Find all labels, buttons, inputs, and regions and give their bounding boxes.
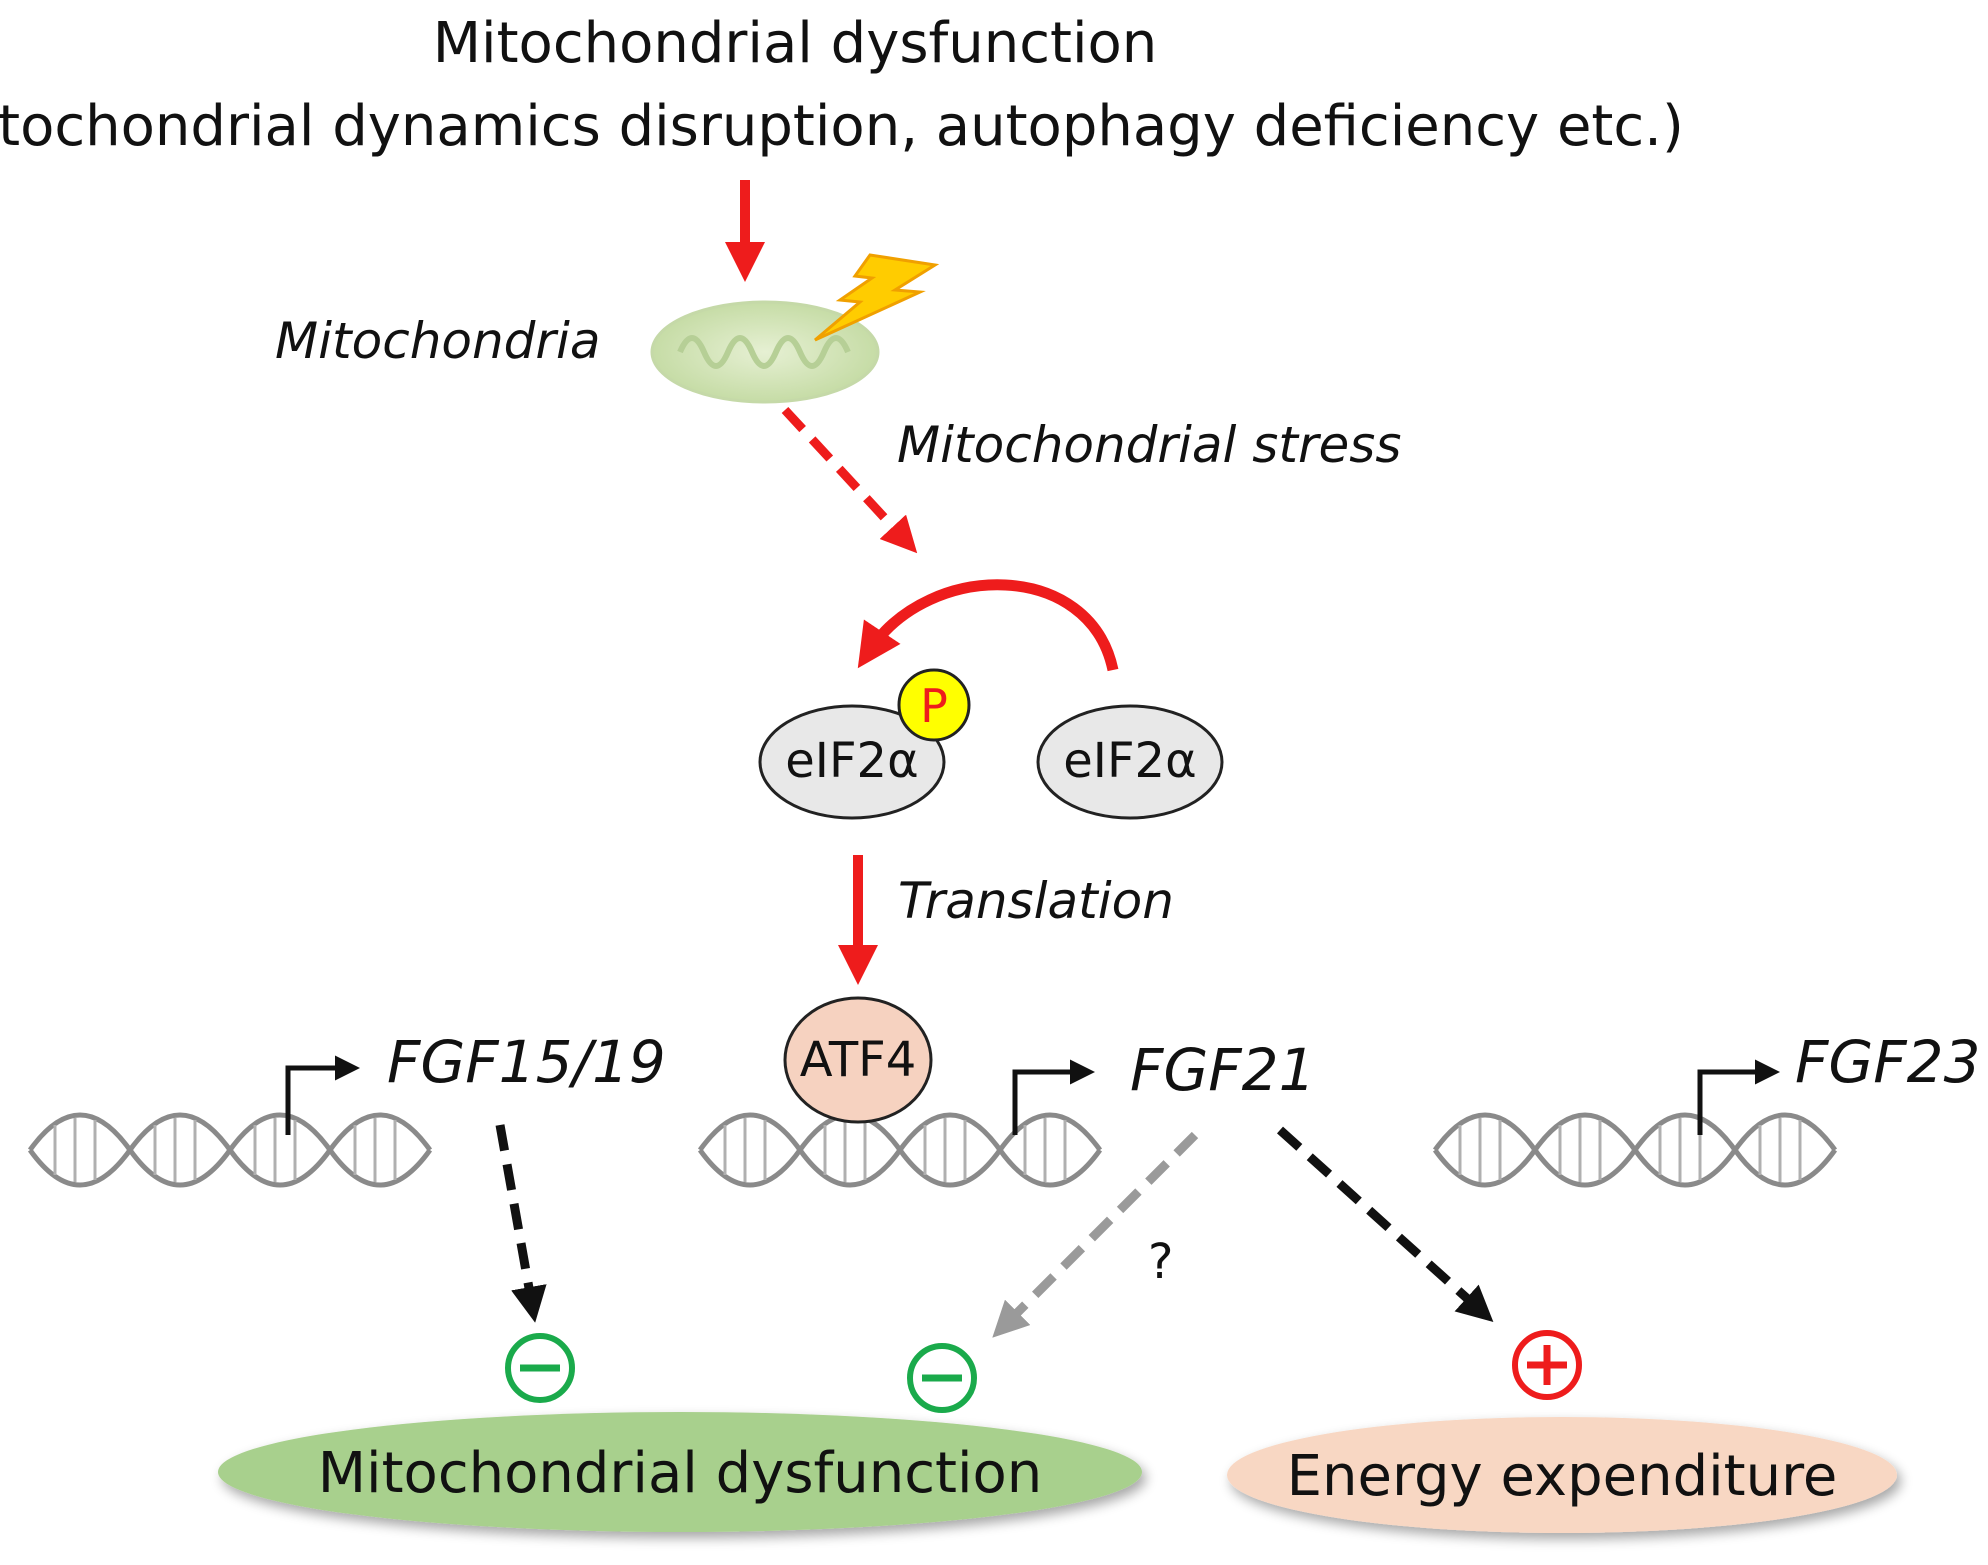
plus-sign [1512, 1330, 1582, 1400]
eif2a-label: eIF2α [1063, 733, 1196, 789]
outcome-mito-dysfunction-label: Mitochondrial dysfunction [318, 1441, 1043, 1506]
eif2a-phospho-node [758, 704, 946, 820]
mitochondrion-icon [650, 300, 880, 404]
eif2a-phospho-label: eIF2α [785, 733, 918, 789]
phospho-badge [897, 668, 971, 742]
label-mitochondrial-stress: Mitochondrial stress [897, 416, 1401, 474]
lightning-icon [814, 253, 940, 342]
arrow-fgf21-to-mito [992, 1131, 1199, 1338]
gene-fgf23: FGF23 [1795, 1028, 1980, 1096]
outcome-mito-dysfunction-ellipse [218, 1412, 1142, 1532]
arrow-mitochondrial-stress [781, 406, 918, 554]
arrow-fgf15-19-to-mito [495, 1124, 547, 1323]
header-subtitle: (mitochondrial dynamics disruption, auto… [0, 94, 1684, 159]
header-title: Mitochondrial dysfunction [433, 11, 1158, 76]
dna-strand-middle [697, 1112, 1103, 1188]
minus-sign-left [505, 1333, 575, 1403]
promoter-arrow-fgf23 [1697, 1059, 1780, 1135]
gene-fgf15-19: FGF15/19 [387, 1028, 666, 1096]
gene-fgf21: FGF21 [1130, 1036, 1315, 1104]
dna-strand-right [1432, 1112, 1838, 1188]
promoter-arrow-fgf15-19 [285, 1055, 360, 1135]
arrow-fgf21-to-energy [1276, 1126, 1494, 1323]
arrow-phosphorylation [857, 579, 1119, 672]
label-mitochondria: Mitochondria [275, 312, 601, 370]
label-translation: Translation [898, 872, 1174, 930]
outcome-energy-ellipse [1227, 1417, 1897, 1533]
promoter-arrow-fgf21 [1012, 1059, 1095, 1135]
eif2a-node [1036, 704, 1224, 820]
atf4-label: ATF4 [800, 1032, 917, 1088]
phospho-label: P [920, 679, 948, 733]
label-question: ? [1148, 1234, 1173, 1290]
outcome-energy-label: Energy expenditure [1287, 1444, 1838, 1509]
dna-strand-left [27, 1112, 433, 1188]
minus-sign-right [907, 1343, 977, 1413]
atf4-node [783, 996, 933, 1124]
